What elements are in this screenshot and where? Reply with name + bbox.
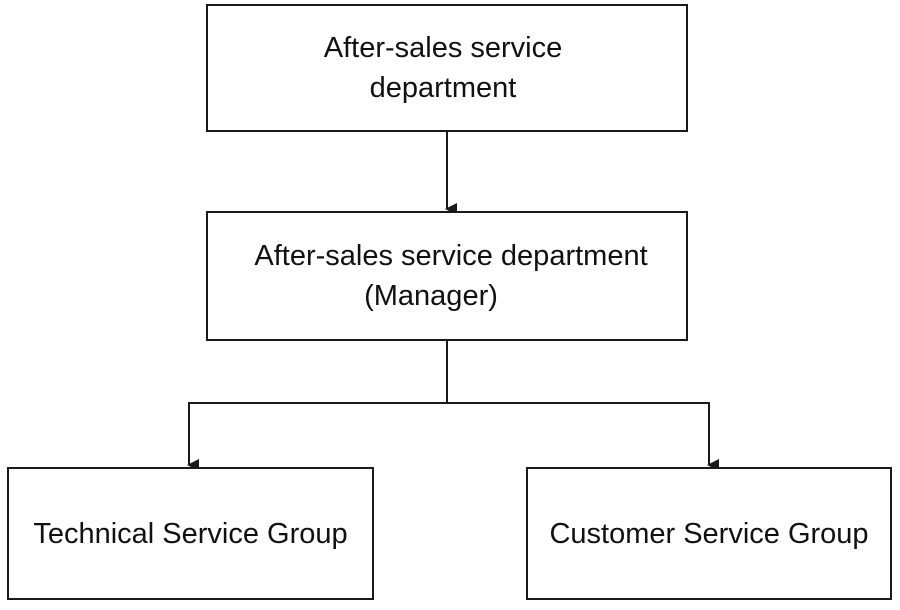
node-label-line2: (Manager) bbox=[364, 280, 498, 312]
node-label: After-sales service department (Manager) bbox=[254, 236, 647, 316]
node-label: Technical Service Group bbox=[33, 517, 348, 550]
node-after-sales-manager: After-sales service department (Manager) bbox=[206, 211, 688, 341]
node-customer-service-group: Customer Service Group bbox=[526, 467, 892, 600]
node-after-sales-department: After-sales service department bbox=[206, 4, 688, 132]
node-label-line1: After-sales service department bbox=[254, 240, 648, 272]
node-label: After-sales service department bbox=[323, 32, 563, 104]
node-label: Customer Service Group bbox=[549, 517, 869, 550]
node-technical-service-group: Technical Service Group bbox=[7, 467, 374, 600]
